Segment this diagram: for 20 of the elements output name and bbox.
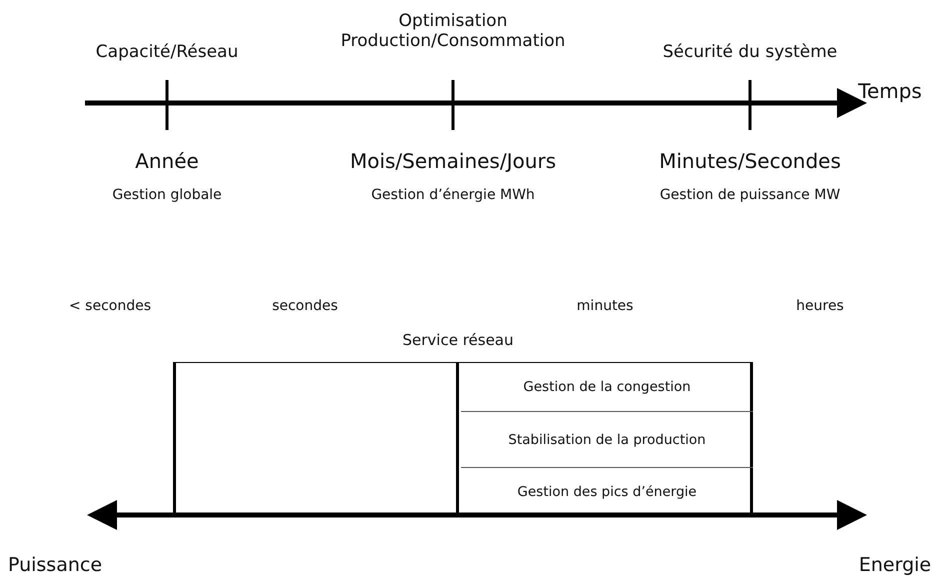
time-scale: Année xyxy=(135,150,199,173)
service-cell: Stabilisation de la production xyxy=(461,412,753,468)
duration-label: < secondes xyxy=(68,298,152,314)
time-scale-label: Capacité/Réseau xyxy=(96,43,238,63)
duration-label: heures xyxy=(796,298,844,314)
time-scale: Mois/Semaines/Jours xyxy=(350,150,556,173)
duration-label: minutes xyxy=(576,298,634,314)
frame-heading: Service réseau xyxy=(402,331,514,349)
axis-end-label: Energie xyxy=(858,555,932,577)
time-scale: Minutes/Secondes xyxy=(659,150,841,173)
axis-end-label: Puissance xyxy=(8,555,102,577)
scale-description: Gestion d’énergie MWh xyxy=(371,187,535,204)
service-cell: Gestion des pics d’énergie xyxy=(461,468,753,516)
duration-label: secondes xyxy=(272,298,338,314)
scale-description: Gestion de puissance MW xyxy=(660,187,840,204)
time-scale-label: Sécurité du système xyxy=(662,43,838,63)
service-cell: Gestion de la congestion xyxy=(461,363,753,412)
time-scale-label: Optimisation Production/Consommation xyxy=(340,12,566,52)
scale-description: Gestion globale xyxy=(112,187,222,204)
axis-title: Temps xyxy=(858,80,922,103)
